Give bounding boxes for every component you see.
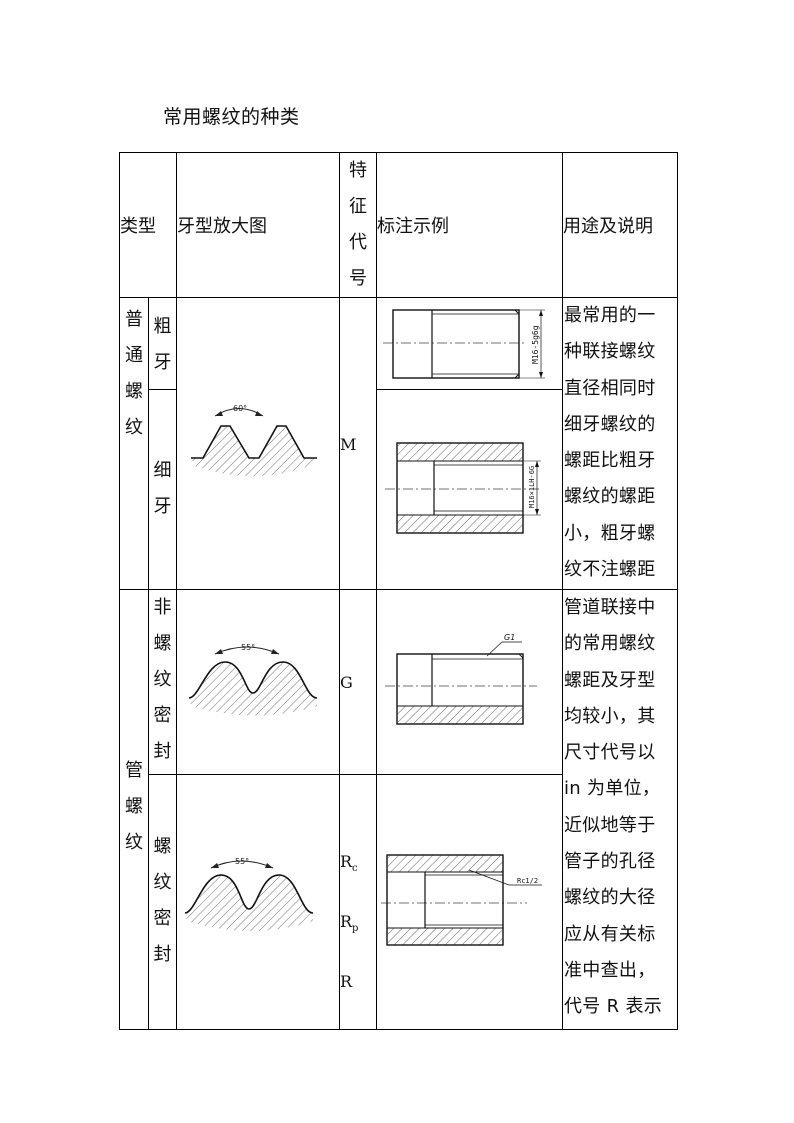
group-name-ordinary: 普 通 螺 纹: [119, 297, 149, 590]
code-r-plain: R: [340, 972, 353, 992]
header-example: 标注示例: [376, 152, 563, 298]
rc-thread-drawing: Rc1/2: [381, 854, 542, 946]
code-r: Rc Rp R: [339, 774, 377, 1030]
example-label-g: G1: [504, 633, 515, 642]
subtype-sealing: 螺 纹 密 封: [148, 774, 177, 1030]
page-title: 常用螺纹的种类: [163, 106, 300, 128]
angle-label: 55°: [241, 643, 255, 652]
usage-pipe: 管道联接中 的常用螺纹 螺距及牙型 均较小，其 尺寸代号以 in 为单位， 近似…: [562, 589, 678, 1030]
example-label-coarse: M16-5g6g: [531, 325, 540, 364]
angle-label: 60°: [233, 404, 247, 413]
subtype-coarse: 粗 牙: [148, 297, 177, 390]
table-row: 细 牙: [120, 389, 678, 590]
example-label-rc: Rc1/2: [517, 877, 538, 885]
subtype-non-sealing: 非 螺 纹 密 封: [148, 589, 177, 775]
profile-figure-55-a: 55°: [176, 589, 340, 775]
example-label-fine: M16×1LH-6G: [528, 466, 536, 508]
thread-profile-55-sealing-diagram: 55°: [184, 857, 314, 931]
fine-thread-drawing: M16×1LH-6G: [385, 442, 542, 534]
table-row: 普 通 螺 纹 粗 牙: [119, 297, 678, 590]
angle-label: 55°: [235, 857, 249, 866]
header-usage: 用途及说明: [562, 152, 678, 298]
coarse-thread-drawing: M16-5g6g: [383, 309, 545, 379]
thread-profile-55-diagram: 55°: [188, 643, 318, 716]
subtype-fine: 细 牙: [148, 389, 177, 590]
example-coarse: M16-5g6g: [376, 297, 563, 390]
example-sealing: Rc1/2: [376, 774, 563, 1030]
header-code: 特 征 代 号: [339, 152, 377, 298]
profile-figure-55-b: 55°: [176, 774, 340, 1030]
header-profile: 牙型放大图: [176, 152, 340, 298]
code-g: G: [339, 589, 377, 775]
group-name-pipe: 管 螺 纹: [119, 589, 149, 1030]
g-thread-drawing: G1: [385, 633, 537, 725]
table-row: 管 螺 纹 非 螺 纹 密 封: [119, 589, 678, 1030]
usage-ordinary: 最常用的一 种联接螺纹 直径相同时 细牙螺纹的 螺距比粗牙 螺纹的螺距 小，粗牙…: [562, 297, 678, 590]
header-row: 类型 牙型放大图 特 征 代 号 标注示例 用途及说明: [119, 152, 678, 298]
code-ordinary: M: [339, 297, 377, 590]
table-row: 螺 纹 密 封 55° Rc: [120, 774, 678, 1030]
thread-types-table: 类型 牙型放大图 特 征 代 号 标注示例 用途及说明 普 通 螺 纹 粗: [119, 152, 678, 1030]
example-fine: M16×1LH-6G: [376, 389, 563, 590]
code-rc: Rc: [340, 852, 358, 875]
profile-figure-60: 60°: [176, 297, 340, 590]
example-non-sealing: G1: [376, 589, 563, 775]
thread-profile-60-diagram: 60°: [191, 404, 317, 477]
header-type: 类型: [119, 152, 177, 298]
code-rp: Rp: [340, 912, 359, 935]
